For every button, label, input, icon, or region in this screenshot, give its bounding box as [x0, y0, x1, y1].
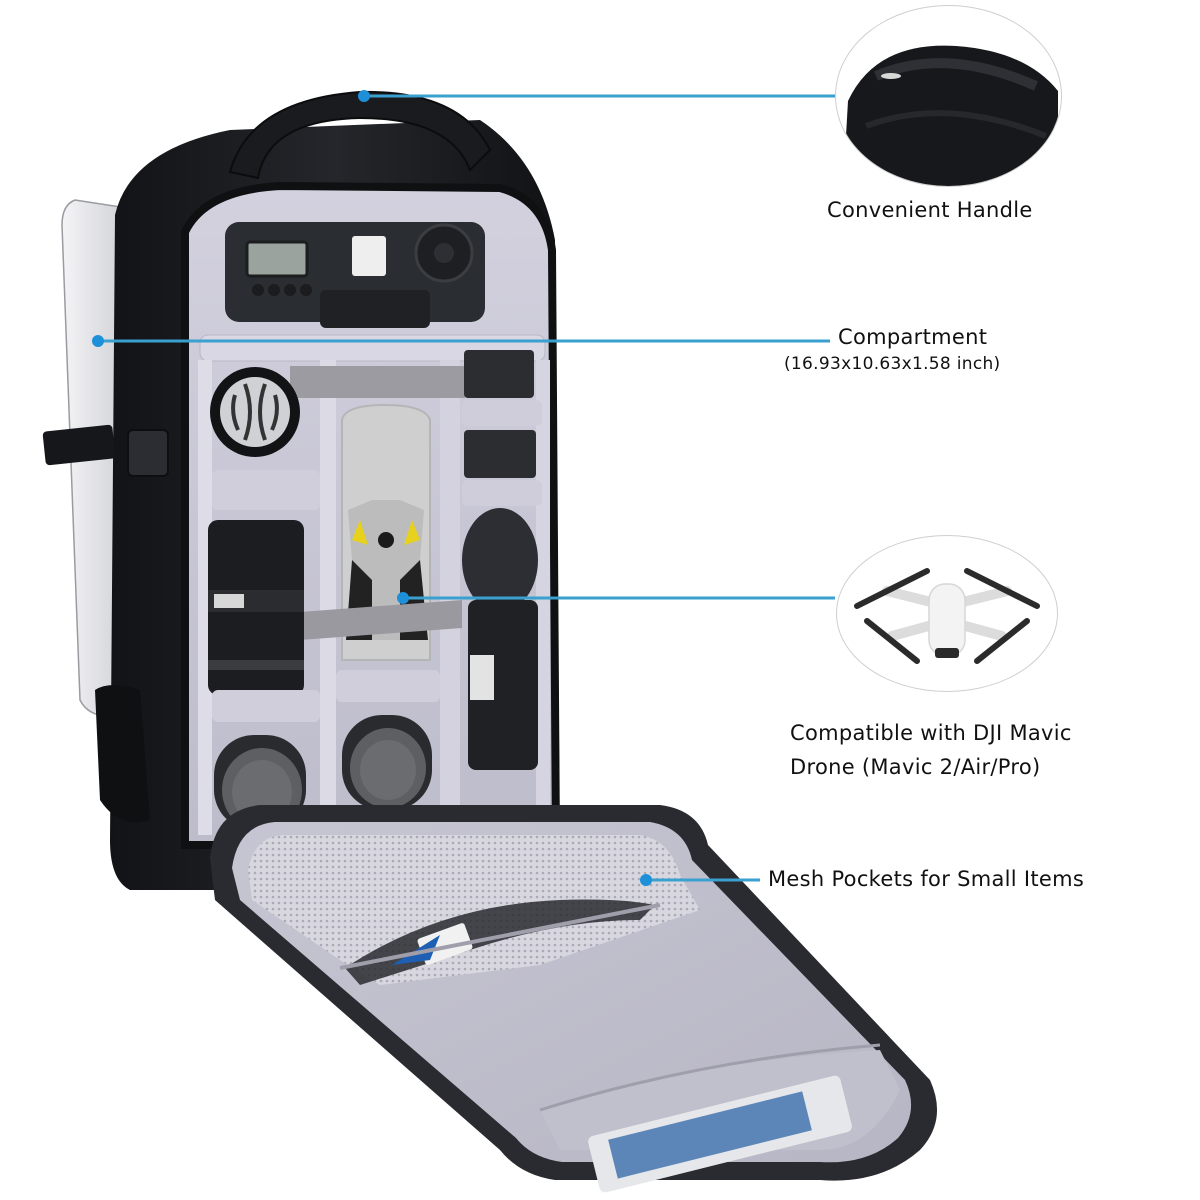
- handle-closeup-inset: [835, 5, 1062, 187]
- lens-cap: [210, 367, 300, 457]
- callout-compartment-dimensions: (16.93x10.63x1.58 inch): [784, 354, 1001, 374]
- camera: [225, 222, 485, 328]
- front-flap: [210, 805, 938, 1193]
- callout-label-handle: Convenient Handle: [827, 198, 1033, 222]
- callout-label-drone-line2: Drone (Mavic 2/Air/Pro): [790, 755, 1041, 779]
- speedlight-flash: [462, 508, 538, 770]
- drone-icon: [854, 568, 1040, 664]
- drone-inset: [836, 535, 1058, 692]
- lens-bottom-middle: [342, 715, 432, 810]
- batteries: [464, 350, 536, 478]
- callout-label-compartment: Compartment: [838, 325, 988, 349]
- callout-label-drone-line1: Compatible with DJI Mavic: [790, 721, 1072, 745]
- handle-closeup-icon: [846, 45, 1058, 186]
- camera-lens: [208, 520, 304, 695]
- callout-label-mesh-pockets: Mesh Pockets for Small Items: [768, 867, 1085, 891]
